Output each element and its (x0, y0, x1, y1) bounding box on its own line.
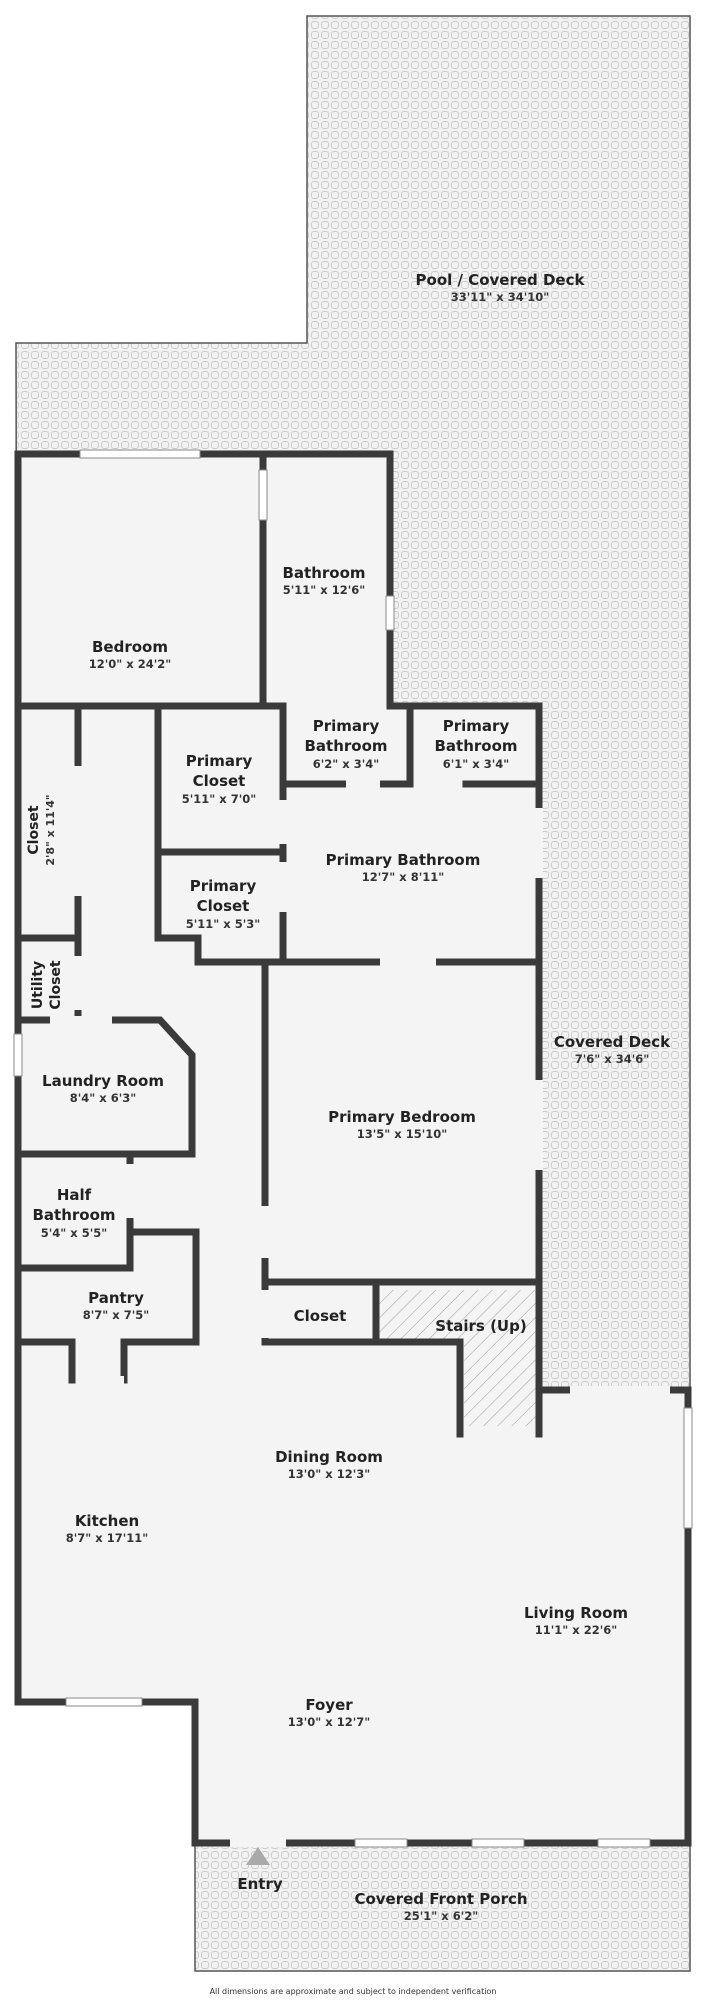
pool-deck-name: Pool / Covered Deck (416, 271, 586, 289)
pool-deck-dim: 33'11" x 34'10" (451, 290, 549, 304)
half-bath-line2: Bathroom (32, 1206, 115, 1224)
primary-closet-2-line1: Primary (190, 877, 257, 895)
laundry-name: Laundry Room (42, 1072, 164, 1090)
closet-left-name: Closet (26, 805, 42, 855)
primary-closet-1-line1: Primary (186, 752, 253, 770)
covered-deck-dim: 7'6" x 34'6" (575, 1052, 649, 1066)
utility-closet-line1: Utility (30, 961, 46, 1009)
primary-bath-small-2-dim: 6'1" x 3'4" (443, 757, 509, 771)
primary-bath-small-1-dim: 6'2" x 3'4" (313, 757, 379, 771)
stairs-name: Stairs (Up) (435, 1317, 526, 1335)
primary-bedroom-name: Primary Bedroom (328, 1108, 476, 1126)
dining-dim: 13'0" x 12'3" (288, 1467, 370, 1481)
primary-closet-1-dim: 5'11" x 7'0" (182, 792, 256, 806)
half-bath-line1: Half (57, 1186, 92, 1204)
primary-closet-2-line2: Closet (197, 897, 250, 915)
front-porch-area (194, 1842, 691, 1972)
kitchen-dim: 8'7" x 17'11" (66, 1531, 148, 1545)
utility-closet-line2: Closet (48, 960, 64, 1010)
kitchen-name: Kitchen (75, 1512, 139, 1530)
dining-name: Dining Room (275, 1448, 383, 1466)
primary-bathroom-name: Primary Bathroom (326, 851, 481, 869)
foyer-name: Foyer (305, 1696, 353, 1714)
living-dim: 11'1" x 22'6" (535, 1623, 617, 1637)
primary-bedroom-dim: 13'5" x 15'10" (357, 1127, 447, 1141)
pantry-name: Pantry (88, 1289, 144, 1307)
primary-closet-1-line2: Closet (193, 772, 246, 790)
bathroom-name: Bathroom (282, 564, 365, 582)
primary-bath-small-1-line1: Primary (313, 717, 380, 735)
bathroom-dim: 5'11" x 12'6" (283, 583, 365, 597)
entry-name: Entry (237, 1875, 282, 1893)
primary-closet-2-dim: 5'11" x 5'3" (186, 917, 260, 931)
entry-arrow-icon (246, 1847, 270, 1865)
front-porch-dim: 25'1" x 6'2" (404, 1909, 478, 1923)
half-bath-dim: 5'4" x 5'5" (41, 1226, 107, 1240)
pantry-dim: 8'7" x 7'5" (83, 1308, 149, 1322)
stairs-hatch-lower (464, 1340, 536, 1426)
living-name: Living Room (524, 1604, 628, 1622)
interior-floor (18, 454, 688, 1843)
closet-mid-name: Closet (294, 1307, 347, 1325)
closet-left-dim: 2'8" x 11'4" (44, 794, 57, 865)
primary-bathroom-dim: 12'7" x 8'11" (362, 870, 444, 884)
primary-bath-small-2-line2: Bathroom (434, 737, 517, 755)
disclaimer: All dimensions are approximate and subje… (210, 1987, 497, 1996)
doorways (50, 766, 670, 1847)
stairs-hatch (376, 1290, 536, 1342)
covered-deck-name: Covered Deck (554, 1033, 671, 1051)
front-porch-name: Covered Front Porch (354, 1890, 527, 1908)
bedroom-name: Bedroom (92, 638, 168, 656)
primary-bath-small-2-line1: Primary (443, 717, 510, 735)
primary-bath-small-1-line2: Bathroom (304, 737, 387, 755)
foyer-dim: 13'0" x 12'7" (288, 1715, 370, 1729)
bedroom-dim: 12'0" x 24'2" (89, 657, 171, 671)
laundry-dim: 8'4" x 6'3" (70, 1091, 136, 1105)
windows (13, 449, 693, 1848)
